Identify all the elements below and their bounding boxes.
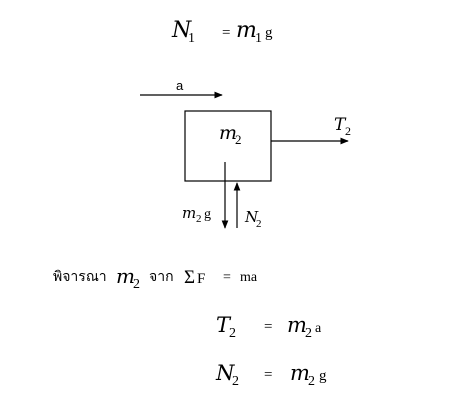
tension-label-sub: 2 (345, 124, 351, 138)
eq-n1-rhs: m (236, 18, 257, 43)
weight-label: m (182, 204, 196, 222)
consider-from: จาก (149, 269, 174, 285)
eq-n2-equals: = (264, 367, 272, 383)
eq-n1-rhs-g: g (265, 25, 273, 41)
normal-label-sub: 2 (256, 218, 262, 230)
eq-n1-lhs-sub: 1 (188, 31, 195, 46)
eq-n2-rhs-g: g (319, 368, 327, 384)
block-m2: m 2 (184, 110, 272, 182)
eq-n2-rhs: m (290, 361, 310, 385)
block-label: m (219, 122, 237, 144)
eq-t2-lhs: T (216, 313, 232, 337)
normal-vector: N 2 (233, 182, 262, 230)
tension-vector: T 2 (271, 115, 351, 145)
equation-t2: T 2 = m 2 a (216, 313, 322, 341)
normal-label: N (244, 208, 259, 226)
weight-label-sub: 2 (196, 213, 202, 225)
consider-rhs: ma (240, 270, 258, 285)
equation-n1: N 1 = m 1 g (171, 18, 273, 46)
consider-prefix: พิจารณา (53, 269, 107, 285)
eq-n2-rhs-sub: 2 (308, 374, 315, 389)
eq-n1-lhs: N (171, 18, 192, 43)
consider-mass: m (116, 264, 135, 288)
block-label-sub: 2 (235, 132, 242, 147)
eq-t2-rhs-sub: 2 (305, 326, 312, 341)
weight-label-g: g (204, 207, 211, 222)
eq-t2-rhs-a: a (315, 321, 322, 336)
weight-vector: m 2 g (182, 162, 229, 229)
consider-force: F (197, 271, 205, 287)
eq-t2-rhs: m (287, 313, 307, 337)
acceleration-label: a (176, 78, 184, 93)
consider-mass-sub: 2 (133, 277, 140, 292)
eq-n1-equals: = (222, 25, 230, 41)
tension-label: T (334, 115, 347, 135)
sigma-symbol: Σ (184, 267, 195, 288)
block-rect (184, 110, 272, 182)
eq-n1-rhs-sub: 1 (255, 31, 262, 46)
consider-equals: = (223, 270, 231, 285)
eq-n2-lhs: N (215, 361, 235, 385)
eq-n2-lhs-sub: 2 (232, 374, 239, 389)
eq-t2-equals: = (264, 319, 272, 335)
eq-t2-lhs-sub: 2 (229, 326, 236, 341)
equation-n2: N 2 = m 2 g (215, 361, 327, 389)
consider-line: พิจารณา m 2 จาก Σ F = ma (53, 264, 258, 292)
acceleration-vector: a (140, 78, 223, 99)
